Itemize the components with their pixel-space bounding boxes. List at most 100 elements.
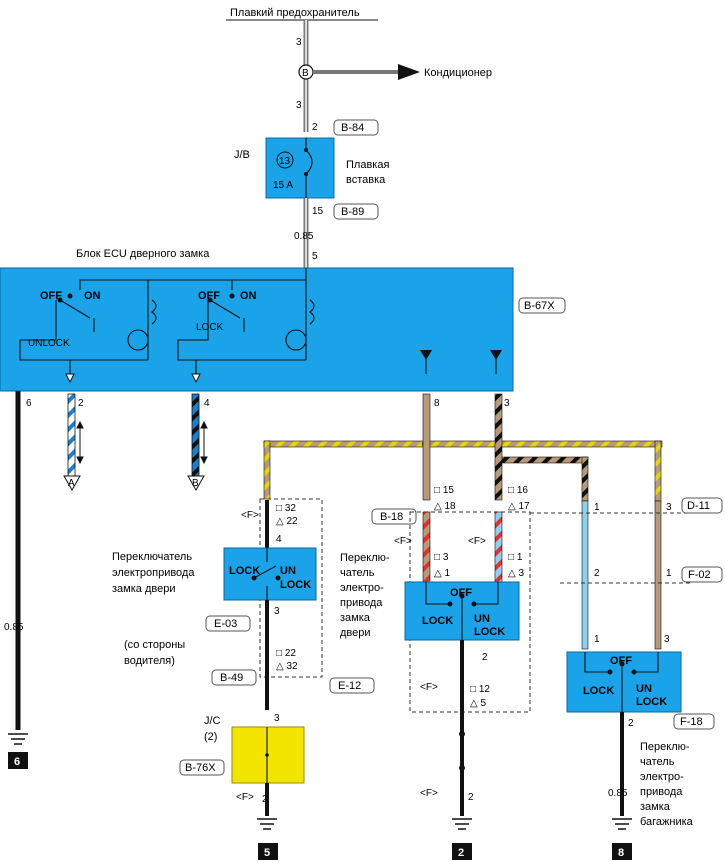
sw2-on-label: ON (240, 290, 257, 302)
jb-fuse-block (265, 137, 335, 199)
ground-ref-2-badge (452, 843, 472, 860)
conn-b84 (333, 119, 379, 136)
door-lock-ecu (0, 267, 514, 392)
ground-ref-8: 8 (618, 847, 624, 859)
wire-ref-b (191, 393, 200, 477)
conn-e03-label: E-03 (214, 618, 237, 630)
ecu-pin-2: 2 (78, 398, 84, 409)
fuse-rating: 15 A (273, 180, 293, 191)
jc-internal-dot (265, 753, 269, 757)
sw1-name: UNLOCK (28, 338, 70, 349)
trunk-wire-tan (654, 500, 662, 650)
jb-label: J/B (234, 149, 250, 161)
feed-wire-num-a: 3 (296, 37, 302, 48)
door-label-1: Переклю- (340, 552, 390, 564)
ecu-pin-8: 8 (434, 398, 440, 409)
trunk-switch-dot-a (607, 669, 613, 675)
ground-ref-8-badge (612, 843, 632, 860)
driver-tri-top: △ 22 (276, 516, 298, 527)
trunk-label-2: чатель (640, 756, 675, 768)
fuse-number: 13 (279, 156, 291, 167)
door-label-2: чатель (340, 567, 375, 579)
fuse-label-2: вставка (346, 174, 386, 186)
fuse-title: Плавкий предохранитель (230, 7, 360, 19)
trunk-switch-dot-c (619, 661, 625, 667)
driver-conn-box (259, 498, 323, 678)
driver-unlock-label: LOCK (280, 579, 311, 591)
conn-b76x (179, 759, 225, 776)
ref-b-arrow-icon (187, 475, 205, 492)
wire-ref-a (67, 393, 76, 477)
fuse-number-circle (276, 151, 294, 169)
sw1-off-label: OFF (40, 290, 62, 302)
door-label-6: двери (340, 627, 371, 639)
sw2-contact-dot (207, 297, 213, 303)
sw2-off-label: OFF (198, 290, 220, 302)
conn-b18 (371, 508, 417, 525)
ground-ref-2: 2 (458, 847, 464, 859)
conn-f18 (673, 713, 715, 730)
conn-b67x (518, 297, 566, 314)
conn-b84-label: B-84 (341, 122, 364, 134)
driver-tri-bot: △ 32 (276, 661, 298, 672)
trunk-pin-3a: 3 (666, 502, 672, 513)
trunk-wire-size: 0.85 (608, 788, 628, 799)
bus-wire-black (495, 456, 589, 464)
driver-side-1: (со стороны (124, 639, 185, 651)
ecu-pin-in: 5 (312, 251, 318, 262)
door-splice-upper (459, 731, 465, 737)
ecu-pin-4: 4 (204, 398, 210, 409)
driver-switch-label-1: Переключатель (112, 551, 192, 563)
door-splice-lower (459, 765, 465, 771)
junction-b-letter: B (302, 68, 309, 79)
trunk-lock-label: LOCK (583, 685, 614, 697)
trunk-pin-1a: 1 (594, 502, 600, 513)
conn-f02-label: F-02 (688, 569, 711, 581)
driver-sq-top: □ 32 (276, 503, 296, 514)
door-tri-e: △ 5 (470, 698, 486, 709)
conn-b49 (211, 669, 257, 686)
jb-pin-top: 2 (312, 122, 318, 133)
conn-b18-label: B-18 (380, 511, 403, 523)
trunk-label-3: электро- (640, 771, 684, 783)
trunk-label-4: привода (640, 786, 683, 798)
ecu-pin-3: 3 (504, 398, 510, 409)
door-lock-label: LOCK (422, 615, 453, 627)
jb-pin-bottom: 15 (312, 206, 324, 217)
ecu-out-2-icon (65, 373, 75, 384)
ecu-out-4-icon (191, 373, 201, 384)
fuse-label-1: Плавкая (346, 159, 389, 171)
trunk-switch-dot-b (631, 669, 637, 675)
diode-8-icon (420, 350, 432, 360)
trunk-label-5: замка (640, 801, 671, 813)
bus-wire-yellow (263, 440, 663, 448)
door-sq-c: □ 3 (434, 552, 449, 563)
ac-arrow-icon (398, 64, 420, 80)
door-tri-b: △ 17 (508, 501, 530, 512)
conn-e12-label: E-12 (338, 680, 361, 692)
trunk-pin-1b: 1 (666, 568, 672, 579)
driver-lock-switch (223, 547, 317, 601)
driver-side-2: водителя) (124, 655, 175, 667)
diode-3-icon (490, 350, 502, 360)
jc-label-1: J/C (204, 715, 221, 727)
driver-switch-dot-a (251, 575, 257, 581)
door-sq-b: □ 16 (508, 485, 528, 496)
sw1-on-label: ON (84, 290, 101, 302)
jc-pin-bot: 2 (262, 794, 268, 805)
ref-a-label: A (68, 478, 75, 489)
door-unlock-label: LOCK (474, 626, 505, 638)
door-sq-a: □ 15 (434, 485, 454, 496)
conn-e03 (205, 615, 251, 632)
door-tri-a: △ 18 (434, 501, 456, 512)
door-label-3: электро- (340, 582, 384, 594)
trunk-label-1: Переклю- (640, 741, 690, 753)
door-label-5: замка (340, 612, 371, 624)
ground-ref-6-badge (8, 752, 28, 769)
door-off-label: OFF (450, 587, 472, 599)
ref-b-label: B (192, 478, 199, 489)
door-un-label: UN (474, 613, 490, 625)
ecu-feed-size: 0.85 (294, 231, 314, 242)
ecu-internal-circuit (19, 268, 497, 374)
